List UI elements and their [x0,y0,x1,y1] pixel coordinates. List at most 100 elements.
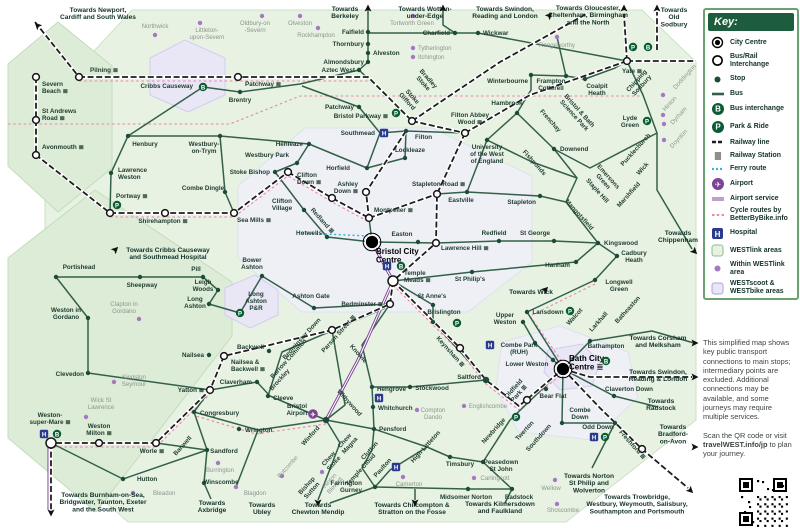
station-dyrham [661,121,667,127]
station-portway [105,208,115,218]
station-label-combe-park-ruh: Combe Park(RUH) [501,342,538,356]
station-long-ashton [206,301,212,307]
bus-line [209,381,327,421]
bus-line [482,368,564,490]
bus-interchange-icon: B [710,102,725,116]
station-westbury-park [294,160,300,166]
bus-line [373,428,484,463]
station-pilning [74,72,84,82]
cycle-route-line [8,95,640,125]
station-wick-st-lawrence [83,414,89,420]
bus-line [436,191,468,195]
station-rangeworthy [554,34,560,40]
station-hinton [660,112,666,118]
edge-label-towards-wick: Towards Wick [509,289,553,296]
station-leigh-woods [215,287,221,293]
bus-line [308,143,368,169]
station-yate [622,56,632,66]
station-camerton [400,474,406,480]
svg-text:≣: ≣ [713,151,721,161]
station-stockwood [407,384,413,390]
hospital-icon [589,432,599,442]
edge-label-towards-wotton: Towards Wotton-under-Edge [398,6,451,20]
station-label-westbury-park: Westbury Park [245,152,289,159]
station-yatton [205,385,215,395]
bus-interchange-icon [601,356,611,366]
station-label-yatton: Yatton ≣ [178,384,204,394]
notes-paragraph: This simplified map shows key public tra… [703,338,791,422]
hospital-icon [485,340,495,350]
edge-label-towards-gloucester: Towards Gloucester,Cheltenham, Birmingha… [548,5,628,26]
station-label-easton: Easton [392,231,413,238]
station-label-stapleton-road: Stapleton Road ≣ [412,178,465,188]
station-weston-milton [94,438,104,448]
station-label-sandford: Sandford [210,448,238,455]
bus-line [553,148,599,244]
station-label-st-anne-s: St Anne's [418,293,447,300]
bus-line [516,112,555,150]
station-label-itchington: Itchington [418,54,444,61]
station-label-blagdon: Blagdon [244,490,266,497]
station-frampton-cotterell [563,73,569,79]
svg-text:P: P [238,311,242,317]
svg-text:P: P [645,119,649,125]
station-filton [403,128,409,134]
railway-line [34,21,80,78]
station-falfield [365,29,371,35]
bus-line [219,135,310,145]
station-lawrence-hill [431,238,441,248]
station-bear-flat [543,386,549,392]
station-label-combe-dingle: Combe Dingle [182,185,225,192]
station-compton-dando [414,407,420,413]
station-severn-beach [31,72,41,82]
railway-line [562,368,689,489]
airport-service-icon [710,195,725,203]
scan-paragraph: Scan the QR code or visit travelWEST.inf… [703,430,792,459]
ferry-route-line [301,232,369,237]
station-wickwar [475,30,481,36]
svg-text:H: H [715,230,721,239]
airport-icon [308,409,318,419]
station-label-shirehampton: Shirehampton ≣ [138,215,187,225]
station-label-rockhampton: Rockhampton [297,32,335,39]
key-item-label: WESTscoot & WESTbike areas [730,280,784,296]
airport-service-line [325,241,394,421]
railway-line [411,120,466,134]
station-label-henleaze: Henleaze [276,141,304,148]
station-label-brislington: Brislington [427,309,460,316]
park-and-ride-icon [112,200,122,210]
key-item-within-westlink-area: Within WESTlink area [705,259,797,278]
station-claverton-down [611,393,617,399]
edge-label-towards-newport: Towards Newport,Cardiff and South Wales [60,7,136,21]
station-brentry [237,89,243,95]
svg-text:B: B [715,105,721,114]
station-brislington [430,319,436,325]
station-label-hambrook: Hambrook [491,100,523,107]
station-farrington-gurney [372,484,378,490]
station-patchway [356,104,362,110]
key-item-label: Bus/Rail Interchange [730,53,770,68]
station-label-claverham: Claverham [220,379,253,386]
station-label-patchway: Patchway ≣ [245,78,281,88]
station-filton-abbey-wood [460,128,470,138]
station-label-patchway: Patchway [325,104,355,111]
station-sea-mills [229,208,239,218]
station-sheepway [137,274,143,280]
station-label-camerton: Camerton [396,481,423,488]
cycle-route-line [110,175,370,223]
station-label-nailsea-backwell: Nailsea &Backwell ≣ [231,359,265,373]
bus-line [55,276,89,319]
svg-text:P: P [514,415,518,421]
bus-line [87,372,211,391]
